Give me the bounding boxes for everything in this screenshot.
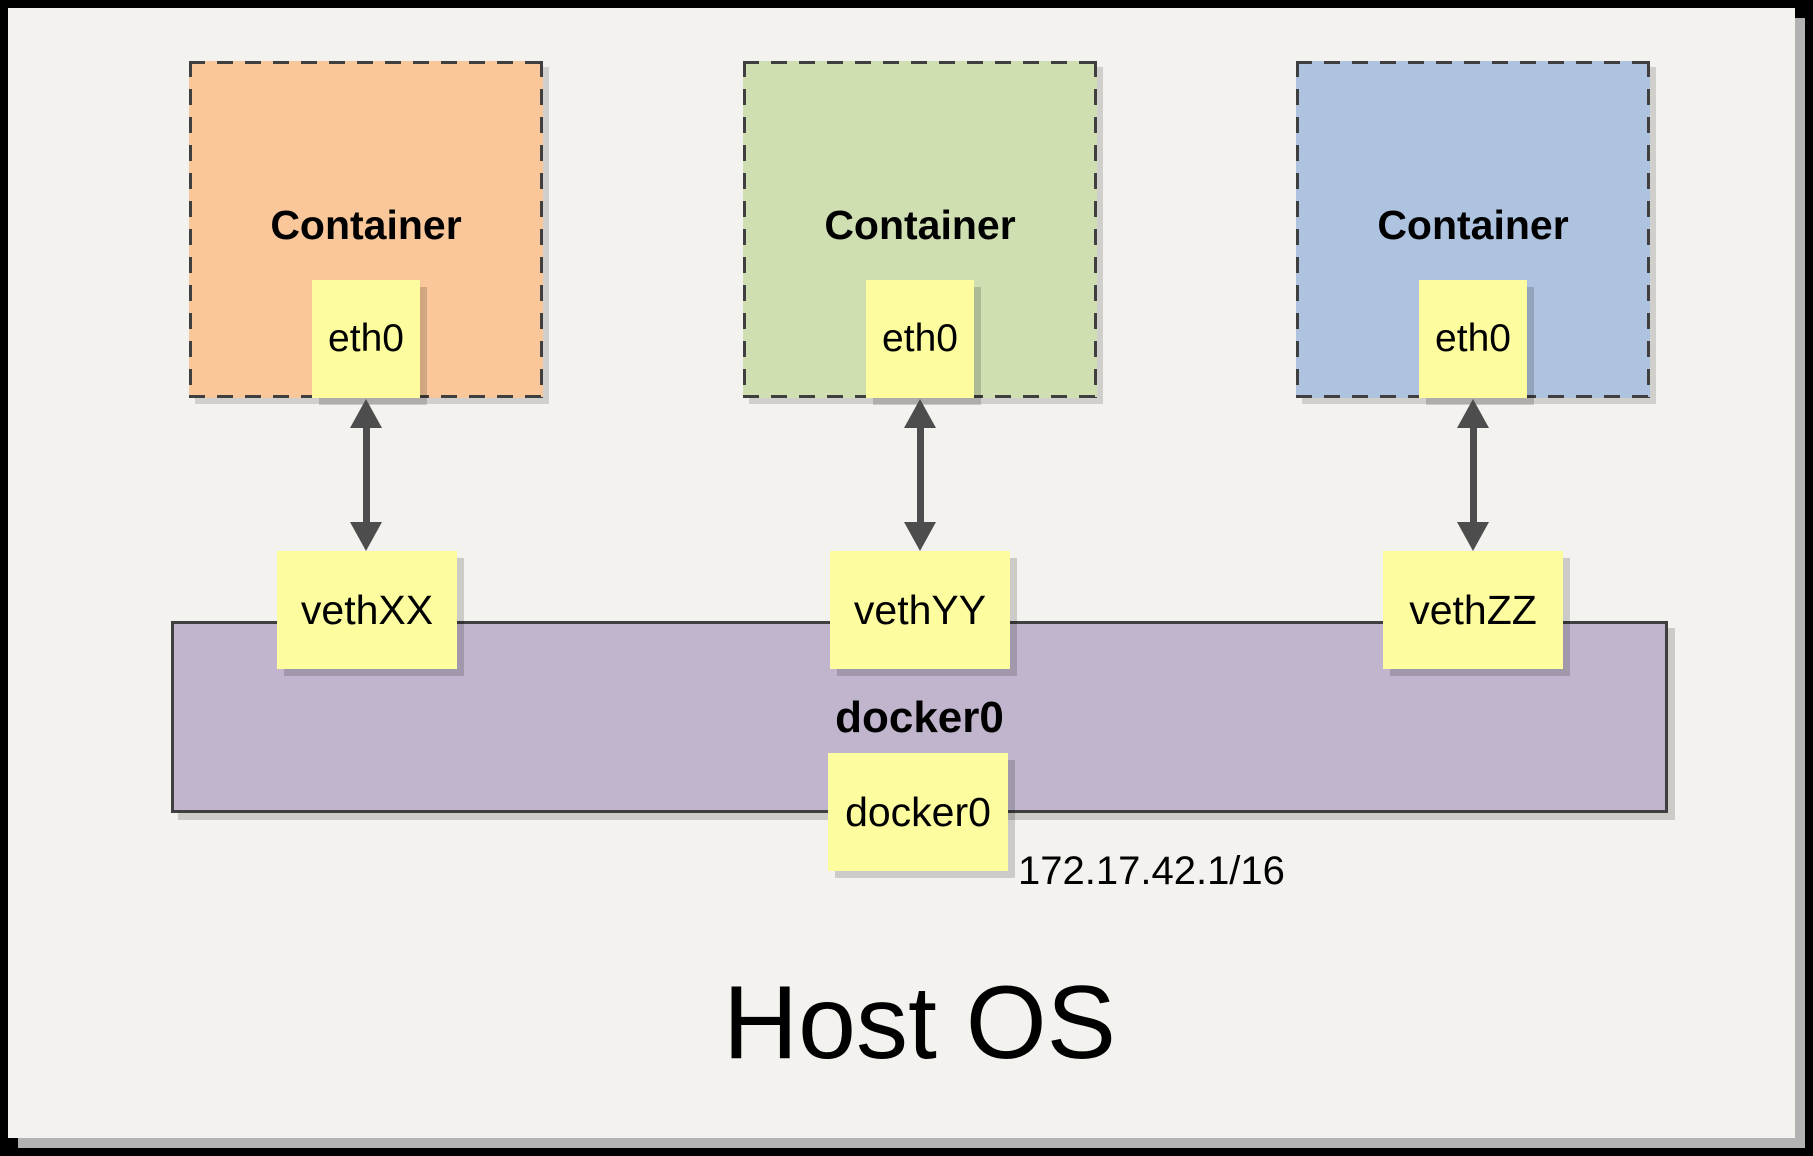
arrow-shaft [1469,428,1477,522]
container-3-label: Container [1377,202,1569,248]
container-2-eth0-label: eth0 [882,317,958,360]
container-3-eth0-label: eth0 [1435,317,1511,360]
arrow-up-icon [904,399,936,428]
container-1-eth0-label: eth0 [328,317,404,360]
container-box-1: Container eth0 [189,61,543,398]
veth-link-arrow-1 [350,399,382,551]
arrow-down-icon [1457,522,1489,551]
docker0-ip-label: 172.17.42.1/16 [1018,849,1285,893]
vethzz-box: vethZZ [1383,551,1563,669]
container-2-label: Container [824,202,1016,248]
container-box-2: Container eth0 [743,61,1097,398]
container-3-eth0-box: eth0 [1419,280,1527,398]
arrow-down-icon [904,522,936,551]
container-1-eth0-box: eth0 [312,280,420,398]
arrow-up-icon [350,399,382,428]
docker0-bridge-label: docker0 [835,693,1004,742]
vethyy-box: vethYY [830,551,1010,669]
arrow-shaft [916,428,924,522]
docker0-interface-label: docker0 [845,788,991,835]
veth-link-arrow-3 [1457,399,1489,551]
veth-link-arrow-2 [904,399,936,551]
host-os-label: Host OS [723,965,1116,1081]
vethyy-label: vethYY [853,586,987,633]
vethxx-box: vethXX [277,551,457,669]
container-2-eth0-box: eth0 [866,280,974,398]
arrow-shaft [362,428,370,522]
host-panel: Container eth0 Container eth0 Container … [8,8,1795,1138]
vethxx-label: vethXX [300,586,434,633]
container-1-label: Container [270,202,462,248]
arrow-down-icon [350,522,382,551]
docker0-interface-box: docker0 [828,753,1008,871]
arrow-up-icon [1457,399,1489,428]
container-box-3: Container eth0 [1296,61,1650,398]
vethzz-label: vethZZ [1409,586,1537,633]
